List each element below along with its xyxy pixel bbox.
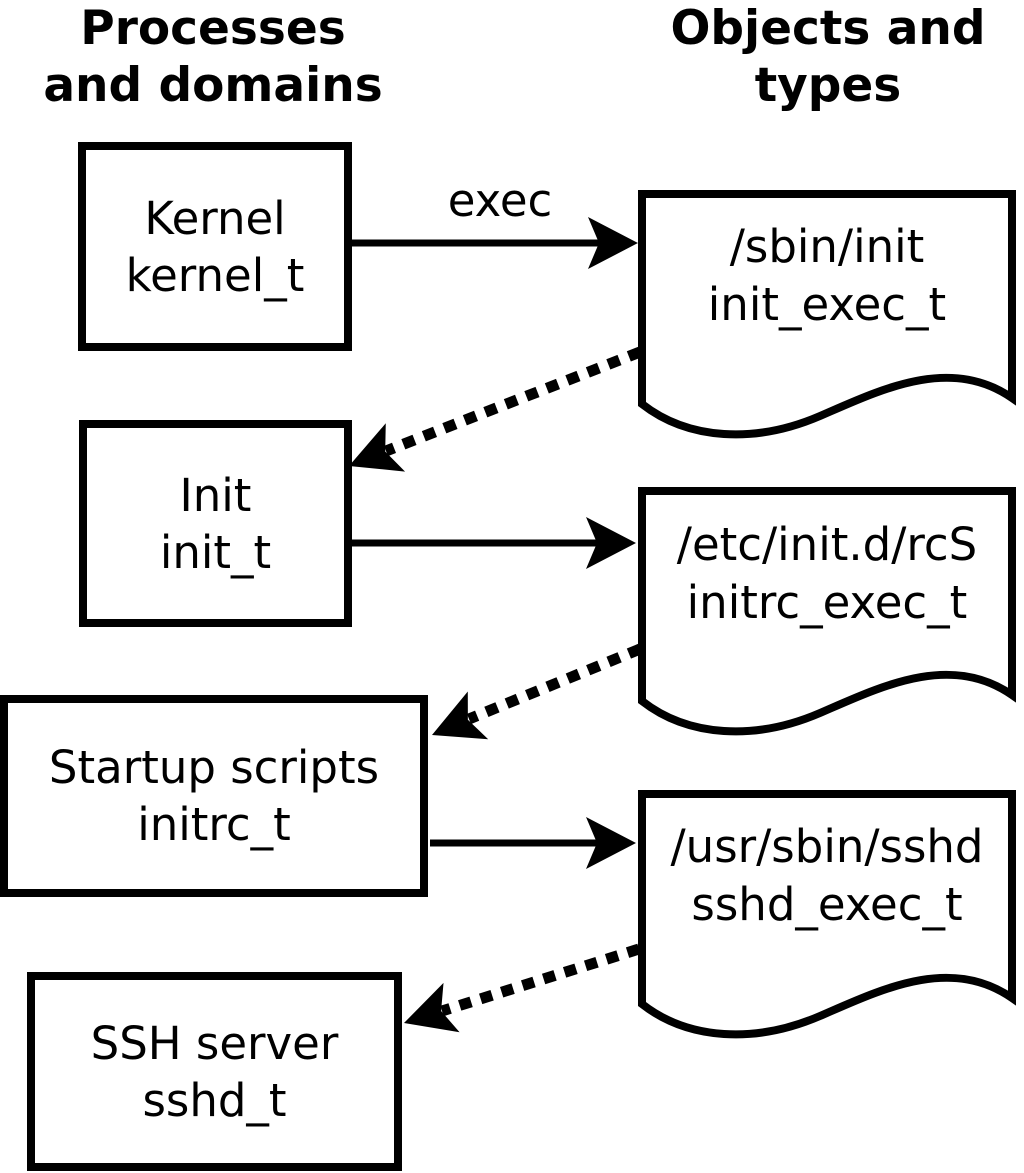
left-header-line1: Processes xyxy=(80,1,346,56)
object-path: /usr/sbin/sshd xyxy=(670,820,984,873)
object-type: initrc_exec_t xyxy=(686,576,968,629)
object-type: sshd_exec_t xyxy=(691,878,963,931)
transition-arrow-sshdexec-to-sshd xyxy=(395,943,641,1048)
process-box-startup-scripts: Startup scripts initrc_t xyxy=(0,695,428,897)
process-name: SSH server xyxy=(90,1016,339,1070)
domain-type: kernel_t xyxy=(125,248,305,302)
right-column-header: Objects and types xyxy=(628,0,1024,114)
process-box-kernel: Kernel kernel_t xyxy=(78,142,352,351)
document-shape-etc-initd-rcs xyxy=(638,487,1016,736)
process-box-init: Init init_t xyxy=(79,420,352,627)
exec-arrow-kernel-to-init xyxy=(350,217,638,269)
object-doc-sbin-init: /sbin/init init_exec_t xyxy=(640,218,1014,334)
domain-type: sshd_t xyxy=(142,1073,287,1127)
object-doc-usr-sbin-sshd: /usr/sbin/sshd sshd_exec_t xyxy=(640,818,1014,934)
left-column-header: Processes and domains xyxy=(13,0,413,114)
right-header-line2: types xyxy=(754,58,902,113)
domain-type: init_t xyxy=(159,525,272,579)
object-type: init_exec_t xyxy=(707,278,947,331)
process-name: Startup scripts xyxy=(48,741,380,794)
document-shape-sbin-init xyxy=(638,190,1016,439)
process-box-ssh-server: SSH server sshd_t xyxy=(27,972,402,1171)
exec-arrow-label: exec xyxy=(447,174,553,227)
object-path: /etc/init.d/rcS xyxy=(676,518,978,571)
object-doc-etc-initd-rcs: /etc/init.d/rcS initrc_exec_t xyxy=(640,516,1014,632)
transition-arrow-initexec-to-init xyxy=(339,346,642,491)
process-name: Kernel xyxy=(144,191,286,245)
object-path: /sbin/init xyxy=(729,220,925,273)
document-shape-usr-sbin-sshd xyxy=(638,790,1016,1039)
domain-type: initrc_t xyxy=(137,798,291,851)
exec-arrow-init-to-rcs xyxy=(349,517,636,569)
right-header-line1: Objects and xyxy=(670,1,986,56)
process-name: Init xyxy=(179,468,252,522)
transition-arrow-initrcexec-to-initrc xyxy=(421,643,643,759)
left-header-line2: and domains xyxy=(43,58,383,113)
exec-arrow-initrc-to-sshd xyxy=(430,817,636,869)
